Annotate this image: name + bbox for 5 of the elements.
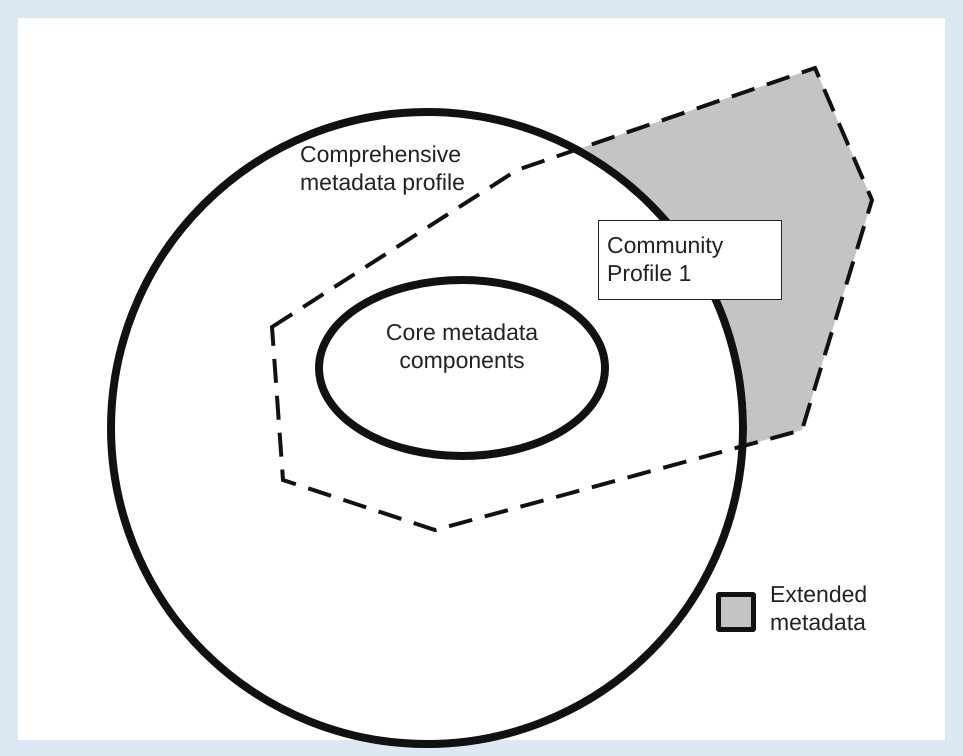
legend-text: Extended metadata xyxy=(770,580,868,636)
region-label: Core metadata components xyxy=(384,318,540,374)
profile-label: Community Profile 1 xyxy=(598,220,782,300)
core-ellipse xyxy=(315,276,609,460)
region-label: Comprehensive metadata profile xyxy=(300,140,466,196)
